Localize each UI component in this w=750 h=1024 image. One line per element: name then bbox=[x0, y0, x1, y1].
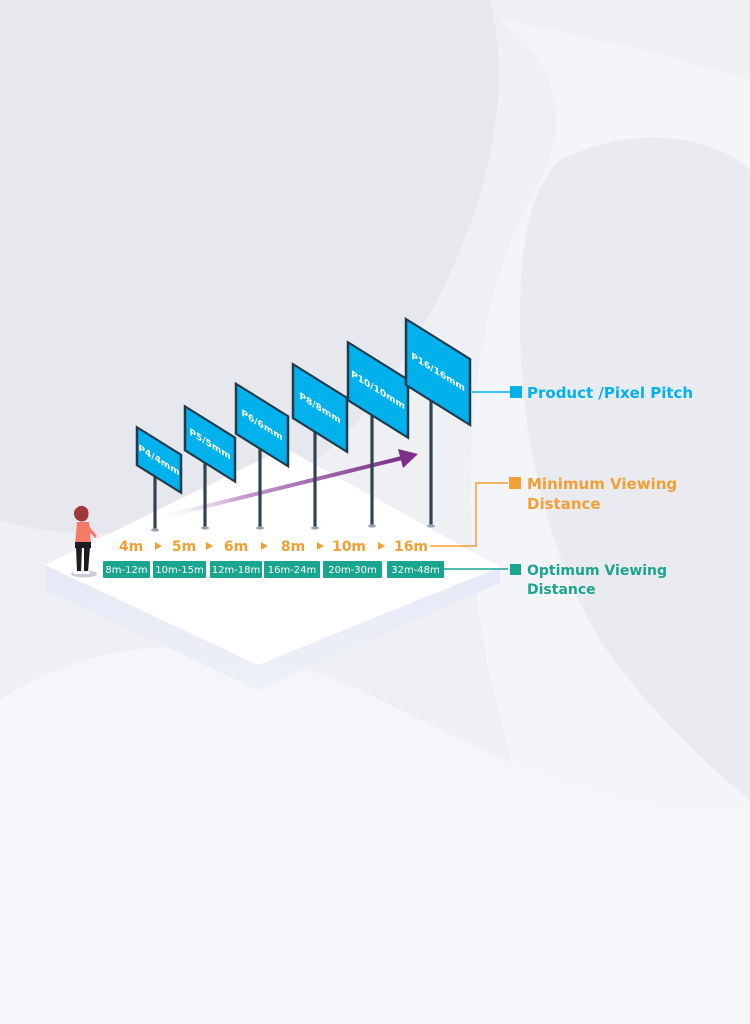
badge-bg bbox=[387, 561, 444, 578]
min-distance-label: 6m bbox=[224, 539, 248, 555]
badge-bg bbox=[103, 561, 150, 578]
optimum-distance-badge: 32m-48m bbox=[387, 561, 444, 578]
pixel-pitch-legend-label: Product /Pixel Pitch bbox=[527, 384, 693, 402]
min-distance-label: 16m bbox=[394, 539, 428, 555]
optimum-viewing-legend-label-1: Optimum Viewing bbox=[527, 563, 667, 579]
badge-bg bbox=[323, 561, 382, 578]
optimum-distance-label: 12m-18m bbox=[212, 565, 261, 576]
optimum-distance-badge: 12m-18m bbox=[210, 561, 262, 578]
screen-panel bbox=[404, 316, 472, 428]
min-viewing-legend-label-2: Distance bbox=[527, 495, 601, 513]
min-distance-label: 8m bbox=[281, 539, 305, 555]
badge-bg bbox=[264, 561, 320, 578]
pole-base bbox=[427, 524, 435, 528]
optimum-distance-badge: 10m-15m bbox=[153, 561, 206, 578]
triangle-arrow-icon bbox=[206, 542, 213, 550]
optimum-distance-label: 16m-24m bbox=[268, 565, 317, 576]
screen-panel bbox=[291, 362, 349, 454]
screen-panel bbox=[234, 381, 290, 469]
optimum-distance-label: 32m-48m bbox=[391, 565, 440, 576]
led-screen-6: P16/16mm bbox=[404, 316, 472, 528]
optimum-distance-badge: 8m-12m bbox=[103, 561, 150, 578]
min-viewing-legend-label-1: Minimum Viewing bbox=[527, 475, 677, 493]
led-screen-5: P10/10mm bbox=[346, 340, 410, 528]
led-screen-4: P8/8mm bbox=[291, 362, 349, 530]
minimum-distance-row: 4m 5m 6m 8m 10m 16m bbox=[119, 539, 428, 555]
badge-bg bbox=[153, 561, 206, 578]
person-figure bbox=[71, 505, 97, 578]
screen-panel bbox=[346, 340, 410, 440]
legend: Product /Pixel Pitch Minimum Viewing Dis… bbox=[430, 384, 693, 598]
optimum-distance-badge: 16m-24m bbox=[264, 561, 320, 578]
pole-base bbox=[151, 528, 159, 532]
optimum-distance-row: 8m-12m 10m-15m 12m-18m 16m-24m 20m-30m 32m-48… bbox=[103, 561, 444, 578]
optimum-distance-label: 8m-12m bbox=[105, 565, 147, 576]
badge-bg bbox=[210, 561, 262, 578]
pole-base bbox=[311, 526, 319, 530]
pole-base bbox=[368, 524, 376, 528]
min-viewing-legend-marker bbox=[509, 477, 521, 489]
min-distance-label: 5m bbox=[172, 539, 196, 555]
pixel-pitch-legend-marker bbox=[510, 386, 522, 398]
optimum-distance-badge: 20m-30m bbox=[323, 561, 382, 578]
triangle-arrow-icon bbox=[378, 542, 385, 550]
led-screen-2: P5/5mm bbox=[183, 404, 237, 530]
platform bbox=[45, 448, 500, 690]
screen-panel bbox=[183, 404, 237, 484]
optimum-viewing-legend-marker bbox=[510, 564, 521, 575]
optimum-distance-label: 20m-30m bbox=[328, 565, 377, 576]
screen-panel bbox=[135, 425, 183, 495]
led-screen-3: P6/6mm bbox=[234, 381, 290, 530]
optimum-distance-label: 10m-15m bbox=[155, 565, 204, 576]
triangle-arrow-icon bbox=[155, 542, 162, 550]
triangle-arrow-icon bbox=[261, 542, 268, 550]
min-distance-label: 4m bbox=[119, 539, 143, 555]
pole-base bbox=[201, 526, 209, 530]
optimum-viewing-legend-label-2: Distance bbox=[527, 582, 596, 598]
pole-base bbox=[256, 526, 264, 530]
led-screen-1: P4/4mm bbox=[135, 425, 183, 532]
min-distance-label: 10m bbox=[332, 539, 366, 555]
viewing-direction-arrow bbox=[148, 449, 418, 522]
triangle-arrow-icon bbox=[317, 542, 324, 550]
